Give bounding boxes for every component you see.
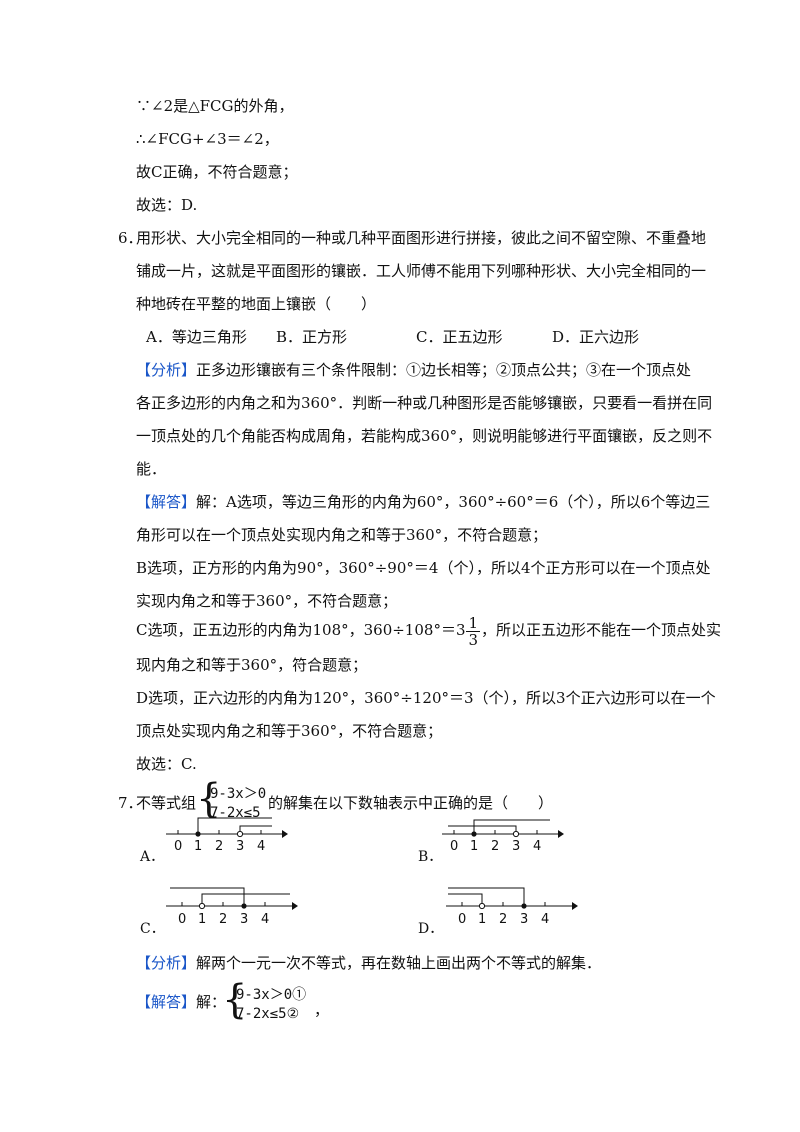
tick-label: 0 [174,839,182,854]
answer-text: ，所以正五边形不能在一个顶点处实 [481,621,722,639]
inequality-system: 9-3x＞0① 7-2x≤5② [236,986,306,1024]
analysis-tag: 【分析】 [136,361,197,379]
analysis-line: 【分析】解两个一元一次不等式，再在数轴上画出两个不等式的解集． [136,951,601,975]
analysis-line: 各正多边形的内角之和为360°．判断一种或几种图形是否能够镶嵌，只要看一看拼在同 [136,394,713,412]
question-number: 6． [118,229,143,247]
text-line: 故C正确，不符合题意； [136,163,298,181]
tick-label: 2 [491,839,499,854]
inequality-system: 9-3x＞0 7-2x≤5 [210,785,266,823]
tick-label: 3 [240,912,248,927]
answer-line: 角形可以在一个顶点处实现内角之和等于360°，不符合题意； [136,526,548,544]
tick-label: 1 [478,912,486,927]
option-b-label: B． [418,849,443,865]
answer-line: 实现内角之和等于360°，不符合题意； [136,592,398,610]
question-stem: 用形状、大小完全相同的一种或几种平面图形进行拼接，彼此之间不留空隙、不重叠地 [136,229,707,247]
answer-text: 解： [196,993,227,1011]
tick-label: 0 [178,912,186,927]
tick-label: 3 [236,839,244,854]
question-stem: 的解集在以下数轴表示中正确的是（ ） [268,794,554,812]
fraction-numerator: 1 [466,613,481,632]
tick-label: 3 [520,912,528,927]
analysis-text: 解两个一元一次不等式，再在数轴上画出两个不等式的解集． [196,954,602,972]
answer-text: 解：A选项，等边三角形的内角为60°，360°÷60°＝6（个），所以6个等边三 [196,493,711,511]
brace: { [196,776,222,822]
analysis-text: 正多边形镶嵌有三个条件限制：①边长相等；②顶点公共；③在一个顶点处 [196,361,692,379]
analysis-tag: 【分析】 [136,954,197,972]
answer-line: 现内角之和等于360°，符合题意； [136,656,368,674]
inequality-2: 7-2x≤5② [236,1006,300,1022]
tick-label: 2 [219,912,227,927]
answer-line: 【解答】解： [136,990,226,1014]
option-d-label: D． [418,921,444,937]
open-dot [198,902,206,910]
closed-dot [241,903,247,909]
inequality-1: 9-3x＞0① [236,987,307,1003]
inequality-1: 9-3x＞0 [210,786,267,802]
tick-label: 4 [541,912,549,927]
answer-line: 【解答】解：A选项，等边三角形的内角为60°，360°÷60°＝6（个），所以6… [136,490,710,514]
question-stem: 种地砖在平整的地面上镶嵌（ ） [136,295,377,313]
analysis-line: 能． [136,460,167,478]
tick-label: 1 [470,839,478,854]
option-c-label: C． [140,921,165,937]
answer-line: 故选：C. [136,755,197,773]
option-c: C．正五边形 [416,328,503,346]
question-stem: 不等式组 [136,794,197,812]
tick-label: 4 [533,839,541,854]
answer-line: D选项，正六边形的内角为120°，360°÷120°＝3（个），所以3个正六边形… [136,689,716,707]
closed-dot [521,903,527,909]
text-line: ∵∠2是△FCG的外角， [136,97,294,115]
closed-dot [471,831,477,837]
answer-tag: 【解答】 [136,993,197,1011]
answer-tag: 【解答】 [136,493,197,511]
tick-label: 0 [458,912,466,927]
text-line: ∴∠FCG+∠3＝∠2， [136,130,279,148]
answer-text: C选项，正五边形的内角为108°，360÷108°＝3 [136,621,466,639]
fraction-denominator: 3 [468,630,479,649]
tick-label: 4 [261,912,269,927]
analysis-line: 一顶点处的几个角能否构成周角，若能构成360°，则说明能够进行平面镶嵌，反之则不 [136,427,713,445]
question-number: 7． [118,794,143,812]
text-line: 故选：D. [136,196,198,214]
open-dot [512,830,520,838]
analysis-line: 【分析】正多边形镶嵌有三个条件限制：①边长相等；②顶点公共；③在一个顶点处 [136,358,691,382]
option-a-label: A． [140,849,165,865]
tick-label: 4 [257,839,265,854]
tick-label: 0 [450,839,458,854]
open-dot [478,902,486,910]
question-stem: 铺成一片，这就是平面图形的镶嵌．工人师傅不能用下列哪种形状、大小完全相同的一 [136,262,707,280]
tick-label: 2 [499,912,507,927]
tick-label: 1 [194,839,202,854]
closed-dot [195,831,201,837]
brace: { [222,977,248,1023]
answer-line: 顶点处实现内角之和等于360°，不符合题意； [136,722,443,740]
option-b: B．正方形 [276,328,348,346]
answer-line: B选项，正方形的内角为90°，360°÷90°＝4（个），所以4个正方形可以在一… [136,559,711,577]
option-d: D．正六边形 [552,328,640,346]
tick-label: 1 [198,912,206,927]
tick-label: 3 [512,839,520,854]
inequality-2: 7-2x≤5 [210,805,261,821]
option-a: A．等边三角形 [146,328,247,346]
tick-label: 2 [215,839,223,854]
open-dot [236,830,244,838]
punctuation: ， [314,1001,330,1019]
